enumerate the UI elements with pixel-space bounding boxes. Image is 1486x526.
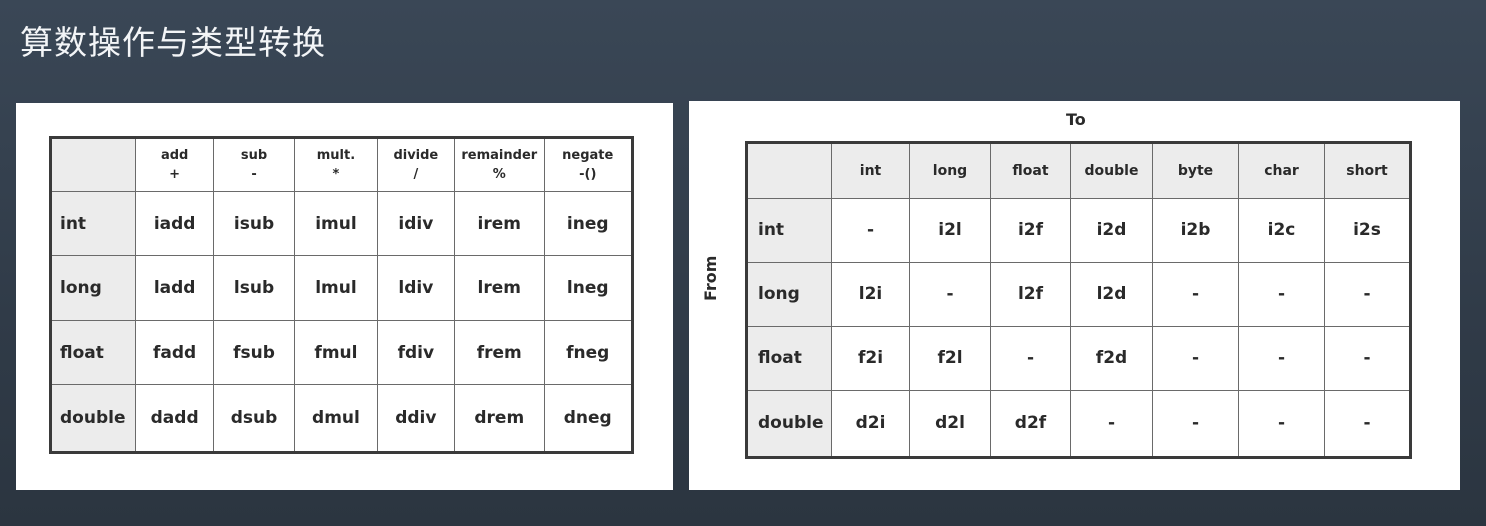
ops-row-double: double dadd dsub dmul ddiv drem dneg (49, 384, 633, 453)
conv-cell: i2d (1070, 198, 1153, 263)
arithmetic-ops-panel: add+ sub- mult.* divide/ remainder% nega… (16, 103, 673, 490)
ops-cell: lrem (454, 255, 545, 321)
conv-cell: - (831, 198, 910, 263)
conv-cell: - (1238, 389, 1325, 459)
conv-cell: - (990, 325, 1071, 391)
conv-col-char: char (1238, 142, 1325, 199)
conv-cell: - (909, 261, 991, 327)
conv-col-long: long (909, 142, 991, 199)
ops-row-label: long (49, 255, 137, 321)
conv-row-long: long l2i - l2f l2d - - - (746, 261, 1411, 327)
ops-col-add: add+ (135, 137, 214, 192)
ops-cell: ddiv (376, 384, 456, 453)
conv-cell: i2f (990, 198, 1071, 263)
slide-title: 算数操作与类型转换 (20, 23, 326, 62)
conv-cell: i2c (1238, 198, 1325, 263)
ops-cell: frem (454, 319, 545, 386)
conv-row-label: int (746, 198, 832, 263)
ops-cell: drem (454, 384, 545, 453)
conv-cell: - (1152, 325, 1239, 391)
conv-corner-cell (746, 142, 832, 199)
conv-cell: l2d (1070, 261, 1153, 327)
ops-row-label: float (49, 319, 137, 386)
ops-cell: dmul (294, 384, 378, 453)
conv-cell: i2l (909, 198, 991, 263)
conv-cell: - (1324, 325, 1411, 391)
ops-col-divide: divide/ (376, 137, 456, 192)
conv-cell: f2i (831, 325, 910, 391)
ops-cell: irem (454, 190, 545, 257)
ops-cell: imul (294, 190, 378, 257)
conv-cell: - (1152, 261, 1239, 327)
ops-row-float: float fadd fsub fmul fdiv frem fneg (49, 319, 633, 386)
conv-col-short: short (1324, 142, 1411, 199)
ops-cell: fadd (135, 319, 214, 386)
conv-cell: - (1070, 389, 1153, 459)
ops-cell: fneg (543, 319, 633, 386)
from-axis-label: From (701, 255, 720, 301)
conv-cell: f2l (909, 325, 991, 391)
ops-cell: lmul (294, 255, 378, 321)
ops-cell: fdiv (376, 319, 456, 386)
conv-cell: d2f (990, 389, 1071, 459)
ops-cell: ldiv (376, 255, 456, 321)
ops-cell: dneg (543, 384, 633, 453)
type-conversion-table: int long float double byte char short in… (745, 141, 1412, 459)
conv-cell: l2f (990, 261, 1071, 327)
ops-cell: isub (212, 190, 296, 257)
ops-cell: iadd (135, 190, 214, 257)
ops-corner-cell (49, 137, 137, 192)
ops-row-long: long ladd lsub lmul ldiv lrem lneg (49, 255, 633, 321)
ops-col-mult: mult.* (294, 137, 378, 192)
conv-cell: d2i (831, 389, 910, 459)
conv-cell: - (1238, 325, 1325, 391)
conv-header-row: int long float double byte char short (746, 142, 1411, 199)
conv-cell: d2l (909, 389, 991, 459)
ops-cell: ineg (543, 190, 633, 257)
conv-col-double: double (1070, 142, 1153, 199)
conv-col-float: float (990, 142, 1071, 199)
ops-cell: lsub (212, 255, 296, 321)
ops-cell: fmul (294, 319, 378, 386)
ops-cell: dsub (212, 384, 296, 453)
conv-col-int: int (831, 142, 910, 199)
ops-cell: fsub (212, 319, 296, 386)
ops-cell: idiv (376, 190, 456, 257)
ops-row-int: int iadd isub imul idiv irem ineg (49, 190, 633, 257)
conv-row-double: double d2i d2l d2f - - - - (746, 389, 1411, 459)
conv-cell: - (1238, 261, 1325, 327)
conv-row-int: int - i2l i2f i2d i2b i2c i2s (746, 198, 1411, 263)
conv-row-label: double (746, 389, 832, 459)
ops-col-sub: sub- (212, 137, 296, 192)
conv-cell: f2d (1070, 325, 1153, 391)
type-conversion-panel: To From int long float double byte char … (689, 101, 1460, 490)
conv-cell: - (1324, 389, 1411, 459)
conv-row-float: float f2i f2l - f2d - - - (746, 325, 1411, 391)
conv-row-label: long (746, 261, 832, 327)
ops-col-negate: negate-() (543, 137, 633, 192)
conv-cell: - (1152, 389, 1239, 459)
conv-cell: i2s (1324, 198, 1411, 263)
ops-col-remainder: remainder% (454, 137, 545, 192)
conv-cell: l2i (831, 261, 910, 327)
ops-row-label: int (49, 190, 137, 257)
ops-cell: ladd (135, 255, 214, 321)
ops-row-label: double (49, 384, 137, 453)
conv-row-label: float (746, 325, 832, 391)
ops-cell: lneg (543, 255, 633, 321)
arithmetic-ops-table: add+ sub- mult.* divide/ remainder% nega… (49, 136, 634, 454)
conv-col-byte: byte (1152, 142, 1239, 199)
conv-cell: - (1324, 261, 1411, 327)
ops-header-row: add+ sub- mult.* divide/ remainder% nega… (49, 137, 633, 192)
ops-cell: dadd (135, 384, 214, 453)
conv-cell: i2b (1152, 198, 1239, 263)
